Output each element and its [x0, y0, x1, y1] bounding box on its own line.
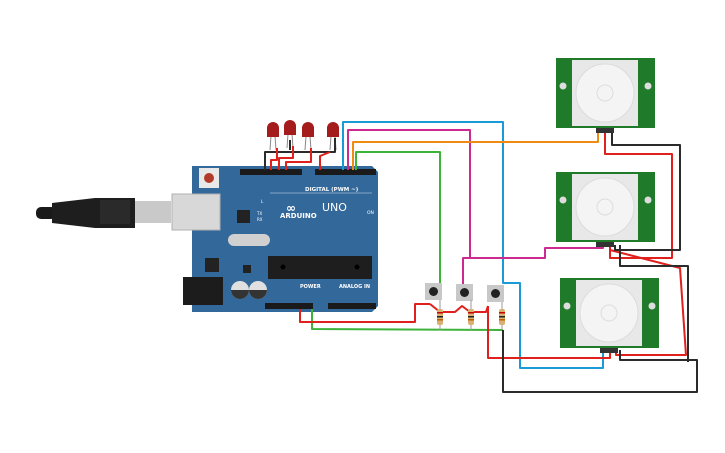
pushbutton-2: [456, 284, 473, 301]
model-label: UNO: [322, 201, 347, 214]
digital-header-low[interactable]: [315, 169, 376, 175]
crystal: [228, 234, 270, 246]
power-jack: [183, 277, 223, 305]
resistor-2: [468, 300, 474, 330]
analog-header[interactable]: [328, 303, 376, 309]
led-2: [284, 120, 296, 149]
led-1: [267, 122, 279, 151]
resistors: [437, 300, 505, 330]
brand-label: ARDUINO: [280, 212, 317, 220]
analog-label: ANALOG IN: [339, 284, 370, 290]
power-label: POWER: [300, 284, 321, 290]
led-tx-label: TX: [256, 211, 262, 216]
pir-sensor-3: [560, 278, 659, 353]
pir-sensor-2: [556, 172, 655, 247]
pushbuttons[interactable]: [425, 283, 504, 302]
atmega-chip: [268, 256, 372, 279]
power-header[interactable]: [265, 303, 313, 309]
usb-port: [171, 193, 221, 231]
pushbutton-1: [425, 283, 442, 300]
led-4: [327, 122, 339, 151]
infinity-logo: ∞: [286, 201, 296, 215]
resistor-1: [437, 300, 443, 330]
resistor-3: [499, 302, 505, 330]
pir-sensors[interactable]: [556, 58, 659, 353]
digital-label: DIGITAL (PWM ~): [305, 187, 359, 193]
digital-header-high[interactable]: [240, 169, 302, 175]
leds[interactable]: [267, 120, 339, 151]
led-l-label: L: [261, 199, 264, 204]
led-rx-label: RX: [257, 217, 263, 222]
led-3: [302, 122, 314, 151]
pir-sensor-1: [556, 58, 655, 133]
on-label: ON: [367, 210, 374, 216]
pushbutton-3: [487, 285, 504, 302]
arduino-uno-board[interactable]: DIGITAL (PWM ~) ARDUINO UNO ∞ ON L TX RX…: [171, 166, 378, 312]
